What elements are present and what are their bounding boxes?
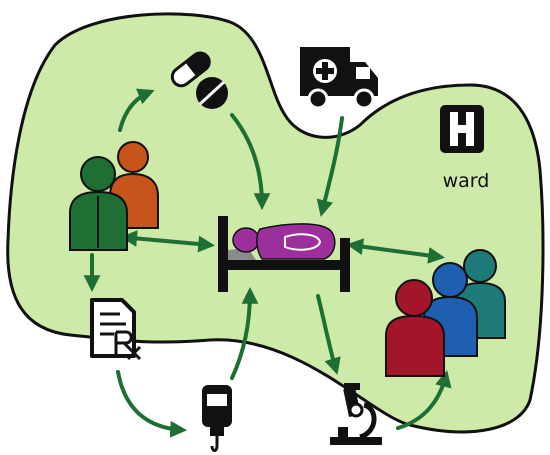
arrow-bed-to-microscope — [316, 294, 341, 375]
clinician-green — [69, 156, 128, 251]
arrow-doctors-bed-link — [120, 230, 216, 253]
arrow-pills-to-bed — [230, 113, 271, 211]
arrow-doctors-to-pills — [118, 88, 155, 132]
ward-label: ward — [443, 170, 490, 192]
clinicians-icon — [69, 141, 159, 251]
family-member-red — [385, 279, 445, 377]
arrow-bed-family-link — [346, 238, 445, 264]
pills-icon — [170, 51, 228, 109]
patient-in-bed-icon — [218, 216, 350, 292]
iv-drip-icon — [202, 385, 232, 452]
microscope-icon — [330, 383, 382, 445]
arrow-microscope-to-family — [396, 370, 452, 430]
arrow-rx-to-iv — [116, 370, 188, 438]
family-icon — [385, 249, 506, 377]
hospital-h-icon — [440, 105, 484, 153]
patient-head — [232, 227, 260, 253]
arrow-iv-to-bed — [230, 286, 259, 380]
prescription-rx-icon — [90, 298, 142, 361]
arrow-ambulance-to-bed — [316, 116, 344, 217]
ambulance-icon — [300, 47, 378, 110]
patient-body — [256, 223, 336, 260]
flow-arrows — [83, 88, 452, 438]
